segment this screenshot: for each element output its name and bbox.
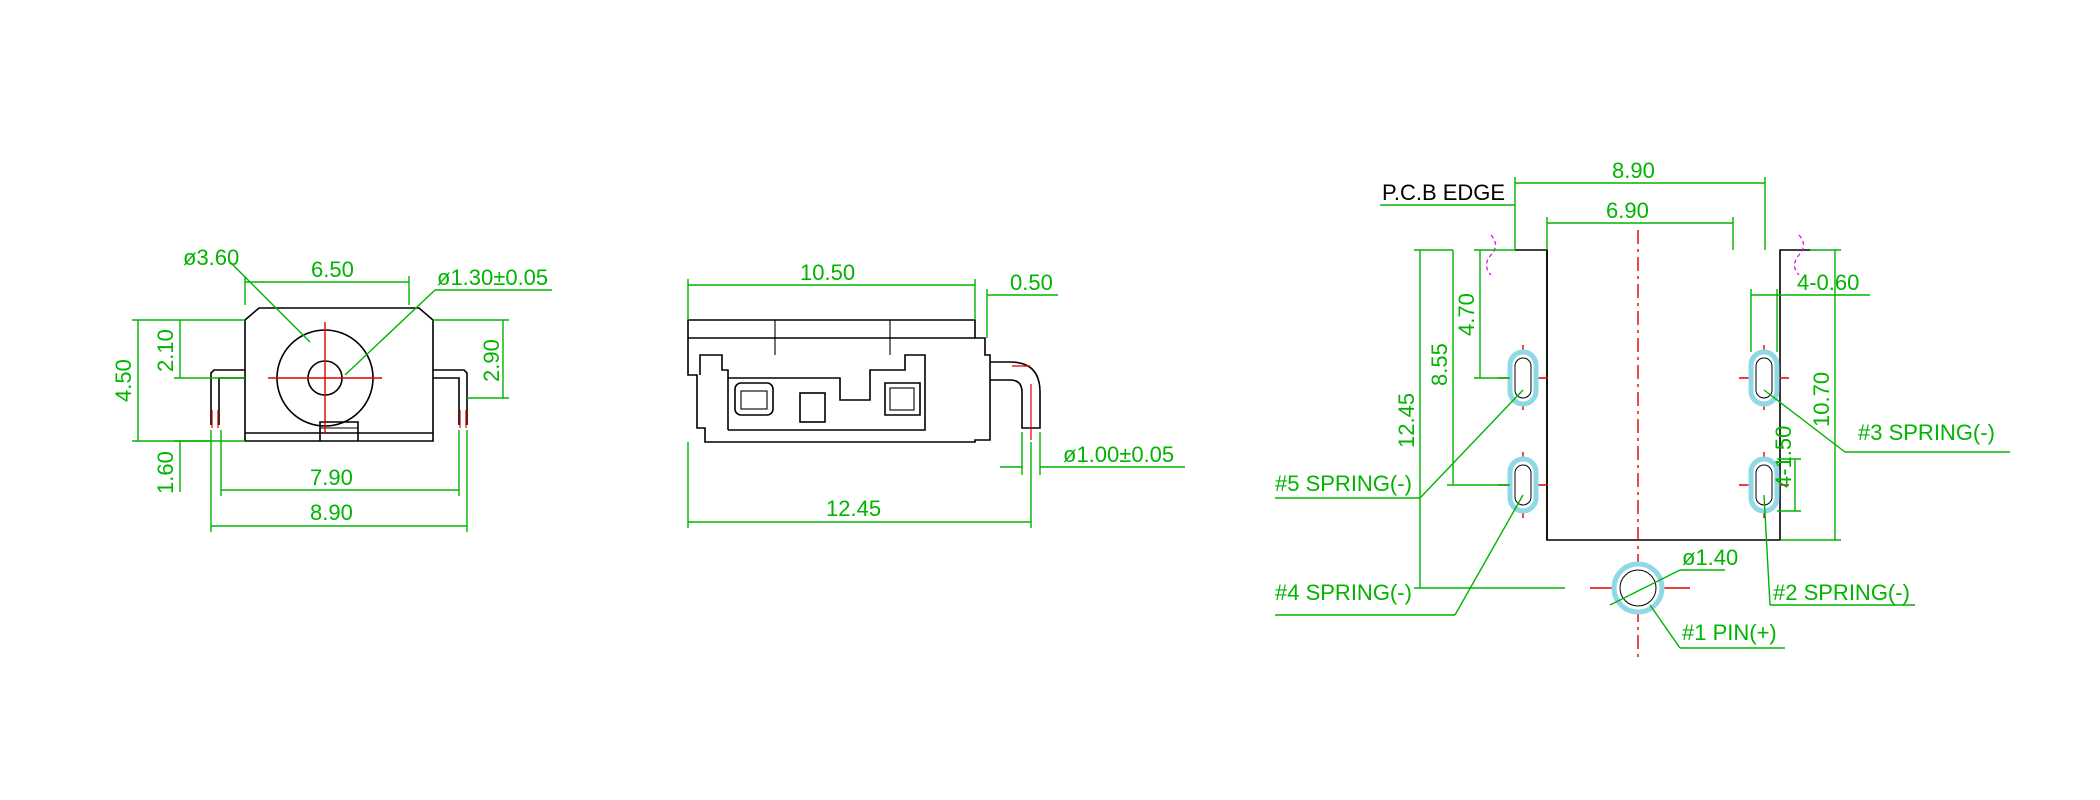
side-dim-body-length: 10.50 xyxy=(800,260,855,285)
front-body-outline xyxy=(210,307,468,442)
footprint-dim-overall-width: 8.90 xyxy=(1612,158,1655,183)
front-leg-pins xyxy=(211,410,467,428)
pad-5 xyxy=(1507,349,1539,407)
side-body-outline xyxy=(687,319,1041,443)
pad-1 xyxy=(1611,561,1665,615)
footprint-dim-slot-width: 4-0.60 xyxy=(1797,270,1859,295)
callout-spring-2: #2 SPRING(-) xyxy=(1773,580,1910,605)
side-dimensions xyxy=(687,279,1185,528)
front-dim-leg-height: 1.60 xyxy=(153,451,178,494)
footprint-outline xyxy=(1515,249,1810,541)
side-dim-overall-length: 12.45 xyxy=(826,496,881,521)
pad-2 xyxy=(1748,456,1780,514)
front-dimensions xyxy=(132,261,552,532)
footprint-dim-855: 8.55 xyxy=(1427,343,1452,386)
front-dim-right-height: 2.90 xyxy=(479,339,504,382)
side-dim-pin-diameter: ø1.00±0.05 xyxy=(1063,442,1174,467)
footprint-dim-470: 4.70 xyxy=(1454,293,1479,336)
pcb-edge-markers xyxy=(1485,234,1805,276)
side-pin-centerlines xyxy=(1012,365,1032,440)
front-centerlines xyxy=(268,322,382,434)
footprint-dimensions xyxy=(1275,177,2010,649)
front-dim-pin-diameter: ø1.30±0.05 xyxy=(437,265,548,290)
callout-pin-1: #1 PIN(+) xyxy=(1682,620,1777,645)
footprint-pads xyxy=(1507,349,1780,615)
front-dim-outer-diameter: ø3.60 xyxy=(183,245,239,270)
front-dim-total-height: 4.50 xyxy=(111,359,136,402)
callout-spring-4: #4 SPRING(-) xyxy=(1275,580,1412,605)
footprint-dim-hole-diameter: ø1.40 xyxy=(1682,545,1738,570)
callout-spring-3: #3 SPRING(-) xyxy=(1858,420,1995,445)
front-dim-upper-height: 2.10 xyxy=(153,329,178,372)
front-view: ø3.60 6.50 ø1.30±0.05 4.50 2.10 2.90 1.6… xyxy=(111,245,552,532)
front-dim-leg-span: 7.90 xyxy=(310,465,353,490)
pcb-edge-label: P.C.B EDGE xyxy=(1382,180,1505,205)
front-dim-overall-width: 8.90 xyxy=(310,500,353,525)
side-view: 10.50 0.50 ø1.00±0.05 12.45 xyxy=(687,260,1185,528)
footprint-dim-inner-width: 6.90 xyxy=(1606,198,1649,223)
footprint-dim-1070: 10.70 xyxy=(1809,372,1834,427)
front-dim-inner-width: 6.50 xyxy=(311,257,354,282)
pad-4 xyxy=(1507,456,1539,514)
footprint-view: P.C.B EDGE 8.90 6.90 4-0.60 4.70 8.55 12… xyxy=(1275,158,2010,660)
footprint-dim-slot-length: 4-1.50 xyxy=(1771,426,1796,488)
pad-3 xyxy=(1748,349,1780,407)
callout-spring-5: #5 SPRING(-) xyxy=(1275,471,1412,496)
footprint-dim-1245: 12.45 xyxy=(1394,393,1419,448)
side-dim-offset: 0.50 xyxy=(1010,270,1053,295)
